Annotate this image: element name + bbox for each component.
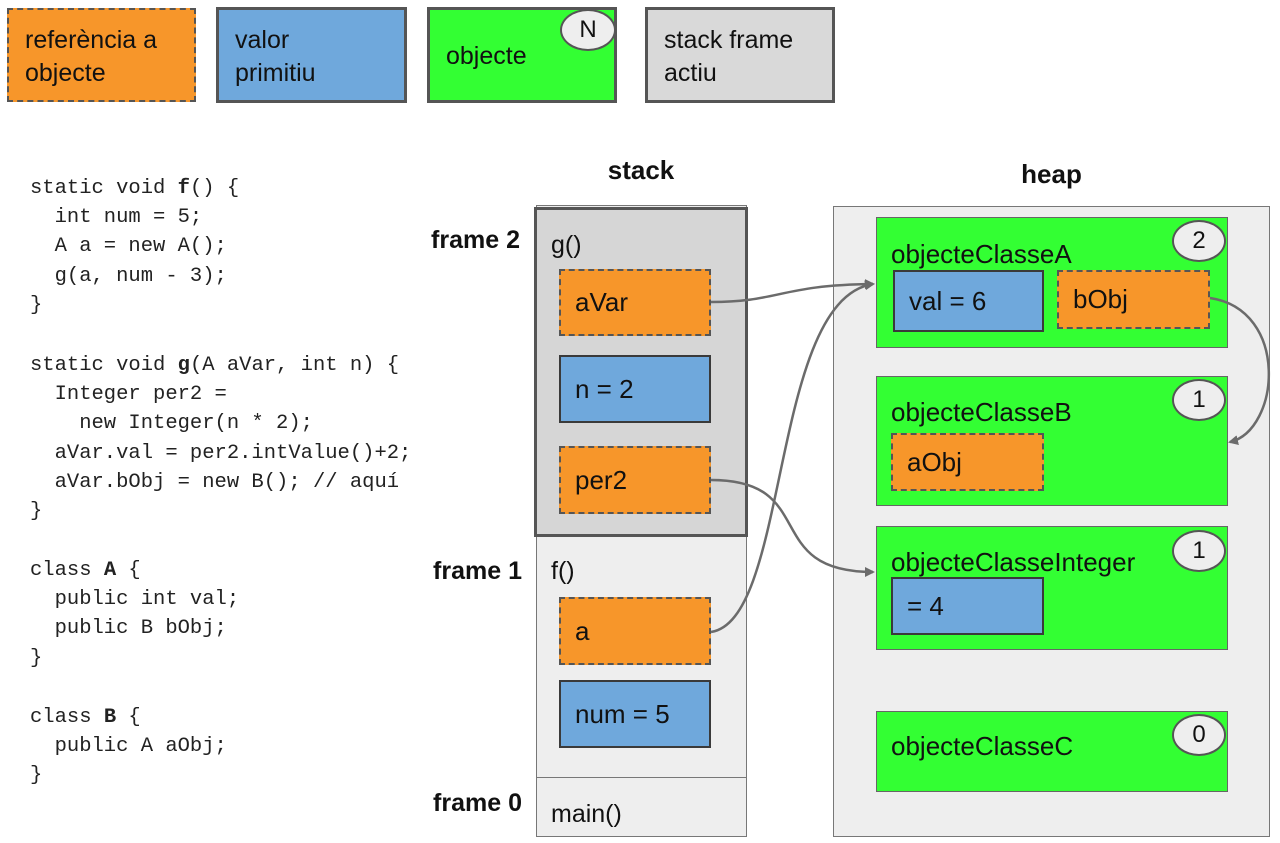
code-text: g(a, num - 3); — [30, 264, 227, 288]
code-line: new Integer(n * 2); — [30, 409, 411, 438]
code-f: static void f() { int num = 5; A a = new… — [30, 174, 239, 320]
code-line: public B bObj; — [30, 614, 239, 643]
object-classe-c — [876, 711, 1228, 792]
object-classe-a-count: 2 — [1172, 220, 1226, 262]
object-classe-c-count: 0 — [1172, 714, 1226, 756]
code-text: class — [30, 559, 104, 582]
code-text: (A aVar, int n) { — [189, 354, 400, 377]
code-line: aVar.bObj = new B(); // aquí — [30, 468, 411, 497]
code-text: () { — [189, 177, 240, 200]
code-text: int num = 5; — [30, 206, 203, 230]
code-class-a: class A { public int val; public B bObj;… — [30, 556, 239, 673]
code-g: static void g(A aVar, int n) { Integer p… — [30, 351, 411, 526]
field-int-value: = 4 — [891, 577, 1044, 635]
code-line: class A { — [30, 556, 239, 585]
legend-primitive-line2: primitiu — [235, 59, 316, 87]
code-line: } — [30, 497, 411, 526]
code-text: Integer per2 = — [30, 383, 227, 407]
object-classe-b-name: objecteClasseB — [891, 397, 1072, 427]
code-keyword-bold: f — [177, 177, 190, 200]
code-keyword-bold: A — [103, 559, 117, 582]
code-class-b: class B { public A aObj;} — [30, 703, 227, 791]
code-line: class B { — [30, 703, 227, 732]
code-text: } — [30, 500, 43, 524]
legend-primitive-line1: valor — [235, 26, 290, 54]
code-line: int num = 5; — [30, 203, 239, 232]
code-line: Integer per2 = — [30, 380, 411, 409]
code-text: public B bObj; — [30, 617, 227, 641]
code-text: class — [30, 706, 104, 729]
code-text: aVar.val = per2.intValue()+2; — [30, 441, 412, 465]
var-num: num = 5 — [559, 680, 711, 748]
code-line: static void f() { — [30, 174, 239, 203]
field-aobj: aObj — [891, 433, 1044, 491]
legend-reference: referència a objecte — [7, 8, 196, 102]
code-text: public A aObj; — [30, 735, 227, 759]
heap-title: heap — [1021, 159, 1082, 189]
var-per2: per2 — [559, 446, 711, 514]
frame-1-name: f() — [551, 557, 575, 585]
object-classe-c-name: objecteClasseC — [891, 731, 1074, 761]
code-text: { — [116, 706, 141, 729]
code-text: } — [30, 764, 43, 788]
code-text: A a = new A(); — [30, 235, 227, 259]
frame-2-name: g() — [551, 231, 582, 259]
frame-1-label: frame 1 — [433, 557, 522, 585]
code-text: } — [30, 646, 43, 670]
code-text: } — [30, 293, 43, 317]
legend-object-label: objecte — [446, 42, 527, 70]
legend-active-frame-line2: actiu — [664, 59, 717, 87]
frame-divider — [536, 777, 747, 778]
legend-reference-line1: referència a — [25, 26, 158, 54]
code-line: } — [30, 761, 227, 790]
code-text: static void — [30, 177, 178, 200]
code-keyword-bold: g — [177, 354, 190, 377]
var-avar: aVar — [559, 269, 711, 336]
code-text: static void — [30, 354, 178, 377]
code-line: static void g(A aVar, int n) { — [30, 351, 411, 380]
field-val: val = 6 — [893, 270, 1044, 332]
legend-object-badge: N — [560, 9, 616, 51]
frame-2-label: frame 2 — [431, 226, 520, 254]
code-line: } — [30, 291, 239, 320]
object-classe-b-count: 1 — [1172, 379, 1226, 421]
object-classe-a-name: objecteClasseA — [891, 239, 1072, 269]
stack-title: stack — [607, 155, 675, 185]
code-line: } — [30, 644, 239, 673]
code-line: g(a, num - 3); — [30, 262, 239, 291]
legend-primitive: valor primitiu — [216, 7, 407, 103]
code-line: public int val; — [30, 585, 240, 614]
var-a: a — [559, 597, 711, 665]
code-text: aVar.bObj = new B(); // aquí — [30, 470, 400, 494]
frame-0-label: frame 0 — [433, 789, 522, 817]
object-classe-integer-name: objecteClasseInteger — [891, 547, 1136, 577]
code-text: public int val; — [30, 588, 240, 612]
code-keyword-bold: B — [103, 706, 117, 729]
legend-active-frame-line1: stack frame — [664, 26, 794, 54]
legend-active-frame: stack frame actiu — [645, 7, 835, 103]
field-bobj: bObj — [1057, 270, 1210, 329]
code-line: public A aObj; — [30, 732, 227, 761]
code-text: { — [116, 559, 141, 582]
code-text: new Integer(n * 2); — [30, 412, 313, 436]
object-classe-integer-count: 1 — [1172, 530, 1226, 572]
legend-reference-line2: objecte — [25, 59, 106, 87]
var-n: n = 2 — [559, 355, 711, 423]
frame-0-name: main() — [551, 800, 622, 828]
code-line: A a = new A(); — [30, 232, 239, 261]
code-line: aVar.val = per2.intValue()+2; — [30, 439, 412, 468]
